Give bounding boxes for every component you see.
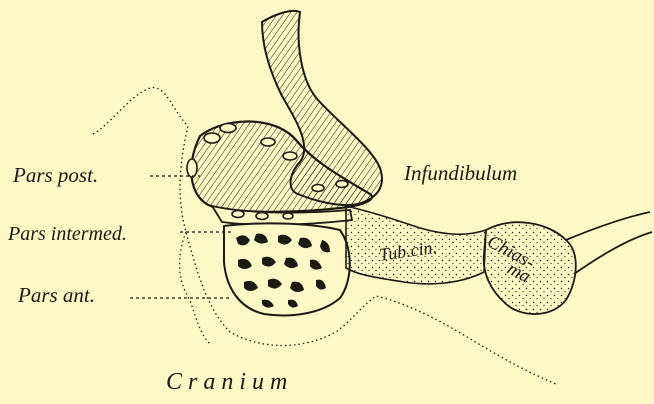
optic-nerve (566, 212, 652, 274)
label-infundibulum: Infundibulum (404, 163, 517, 184)
cranium-outline-left (180, 232, 210, 344)
label-chiasma: Chias- ma (493, 232, 553, 278)
label-pars-ant: Pars ant. (18, 285, 95, 306)
label-pars-post: Pars post. (13, 165, 98, 186)
label-pars-intermed: Pars intermed. (8, 224, 127, 244)
label-cranium: Cranium (166, 370, 293, 394)
